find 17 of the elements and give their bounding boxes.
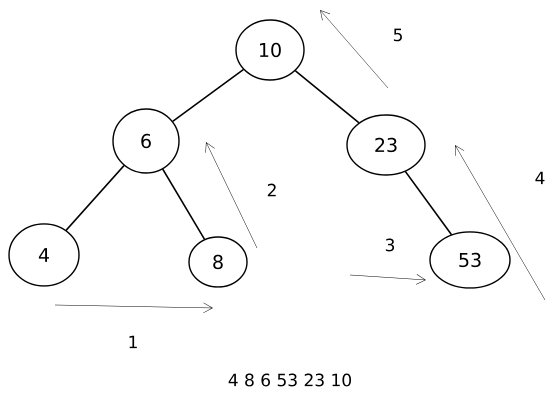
tree-edge <box>294 70 360 124</box>
tree-node: 23 <box>346 114 426 176</box>
tree-node: 8 <box>188 236 248 288</box>
step-number: 2 <box>268 184 276 196</box>
step-number: 5 <box>394 28 402 42</box>
traversal-sequence: 4 8 6 53 23 10 <box>228 374 352 386</box>
step-number: 1 <box>129 336 137 348</box>
tree-node: 4 <box>8 223 80 287</box>
tree-node: 10 <box>235 19 305 81</box>
step-number: 4 <box>535 172 544 184</box>
step-number: 3 <box>386 238 394 252</box>
tree-edge <box>162 168 206 240</box>
tree-node: 53 <box>429 231 511 289</box>
tree-edge <box>66 165 124 231</box>
tree-edge <box>172 68 244 122</box>
tree-node: 6 <box>112 108 180 174</box>
tree-edge <box>404 171 452 235</box>
